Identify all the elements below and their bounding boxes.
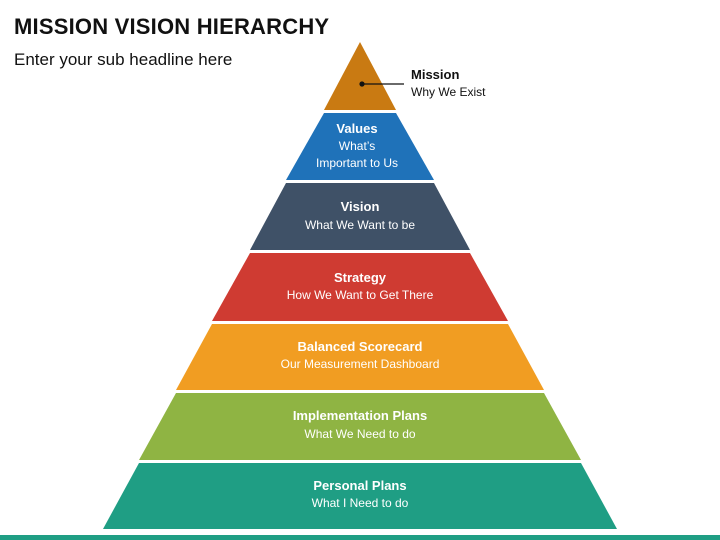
implementation-plans-tier xyxy=(139,393,581,460)
balanced-scorecard-tier-subtitle: Our Measurement Dashboard xyxy=(281,357,440,371)
vision-tier-subtitle: What We Want to be xyxy=(305,218,415,232)
implementation-plans-tier-subtitle: What We Need to do xyxy=(304,427,415,441)
values-tier xyxy=(286,113,434,180)
slide-title: MISSION VISION HIERARCHY xyxy=(14,14,330,39)
strategy-tier xyxy=(212,253,508,321)
values-tier-subtitle-line1: What’s xyxy=(339,139,375,153)
personal-plans-tier-title: Personal Plans xyxy=(313,478,406,493)
strategy-tier-subtitle: How We Want to Get There xyxy=(287,288,434,302)
personal-plans-tier-subtitle: What I Need to do xyxy=(312,496,409,510)
balanced-scorecard-tier-title: Balanced Scorecard xyxy=(297,339,422,354)
values-tier-title: Values xyxy=(336,121,377,136)
strategy-tier-title: Strategy xyxy=(334,270,387,285)
vision-tier xyxy=(250,183,470,250)
implementation-plans-tier-title: Implementation Plans xyxy=(293,408,427,423)
personal-plans-tier xyxy=(103,463,617,529)
mission-callout-subtitle: Why We Exist xyxy=(411,85,486,99)
bottom-accent-bar xyxy=(0,535,720,540)
mission-callout-dot xyxy=(359,81,365,87)
values-tier-subtitle-line2: Important to Us xyxy=(316,156,398,170)
balanced-scorecard-tier xyxy=(176,324,544,390)
mission-tier xyxy=(324,42,396,110)
mission-callout-title: Mission xyxy=(411,67,459,82)
vision-tier-title: Vision xyxy=(341,199,380,214)
slide-subtitle: Enter your sub headline here xyxy=(14,50,233,69)
